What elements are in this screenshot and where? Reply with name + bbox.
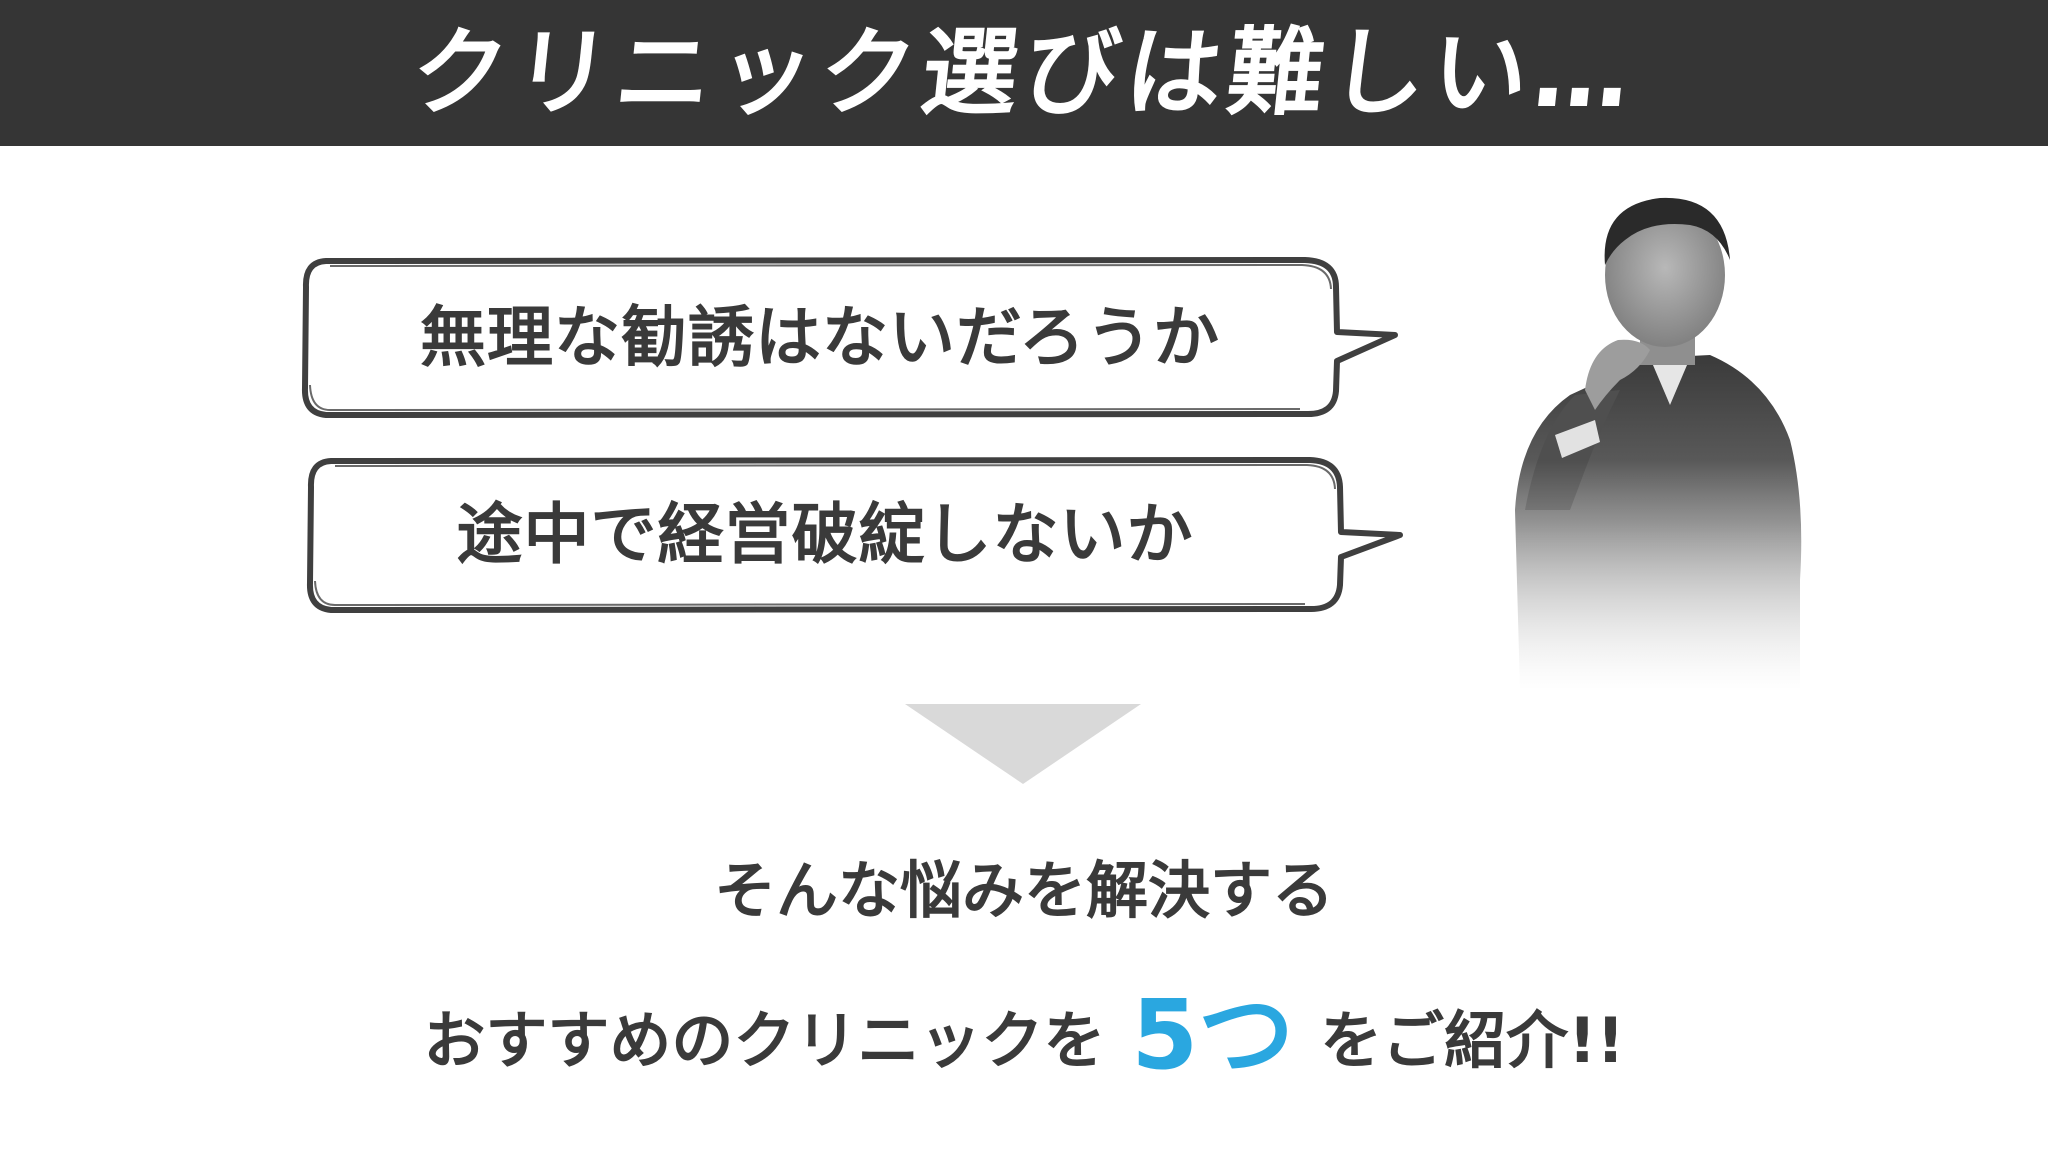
speech-bubble-outline [301, 257, 1398, 418]
speech-bubble-outline [306, 457, 1403, 613]
result-line-1: そんな悩みを解決する [713, 854, 1334, 927]
speech-bubble-1: 無理な勧誘はないだろうか [300, 255, 1410, 420]
speech-bubble-2: 途中で経営破綻しないか [305, 455, 1415, 615]
bubble-text: 途中で経営破綻しないか [456, 496, 1194, 573]
result-suffix: をご紹介!! [1320, 1004, 1625, 1077]
thinking-man-photo [1500, 180, 1830, 690]
header-bar: クリニック選びは難しい… [0, 0, 2048, 146]
bubble-text: 無理な勧誘はないだろうか [419, 299, 1221, 376]
highlight-count: 5つ [1131, 979, 1295, 1091]
down-triangle-icon [905, 704, 1141, 784]
thinking-man-illustration [1500, 180, 1830, 690]
result-prefix: おすすめのクリニックを [423, 1004, 1106, 1077]
page-title: クリニック選びは難しい… [406, 17, 1642, 129]
